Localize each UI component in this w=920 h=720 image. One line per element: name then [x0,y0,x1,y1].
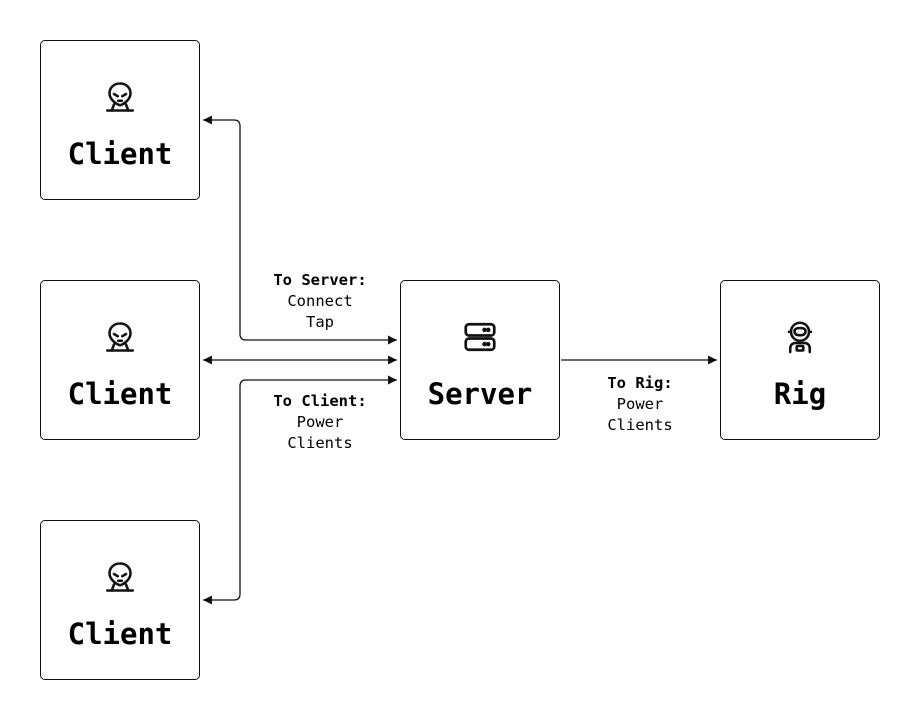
edge-label-to-rig: To Rig: Power Clients [580,373,700,436]
server-node: Server [400,280,560,440]
edge-client-bottom-server [203,375,397,605]
client-node-label: Client [67,617,173,651]
astronaut-icon [787,321,813,354]
edge-label-line: Connect [287,292,353,310]
alien-icon [105,562,135,592]
client-node-label: Client [67,137,173,171]
client-node-label: Client [67,377,173,411]
rig-node: Rig [720,280,880,440]
edge-label-to-client: To Client: Power Clients [250,391,390,454]
rig-node-label: Rig [773,377,827,411]
edge-label-title: To Server: [273,271,367,289]
edge-label-title: To Client: [273,392,367,410]
client-node-top: Client [40,40,200,200]
edge-label-line: Clients [287,434,353,452]
edge-label-line: Clients [607,416,673,434]
client-node-bottom: Client [40,520,200,680]
server-stack-icon [464,322,496,352]
edge-label-to-server: To Server: Connect Tap [250,270,390,333]
edge-label-line: Power [616,395,664,413]
server-node-label: Server [427,377,533,411]
edge-label-title: To Rig: [607,374,673,392]
edge-label-line: Tap [306,313,334,331]
alien-icon [105,322,135,352]
edge-client-top-server [203,115,397,345]
alien-icon [105,82,135,112]
client-node-middle: Client [40,280,200,440]
edge-label-line: Power [296,413,344,431]
